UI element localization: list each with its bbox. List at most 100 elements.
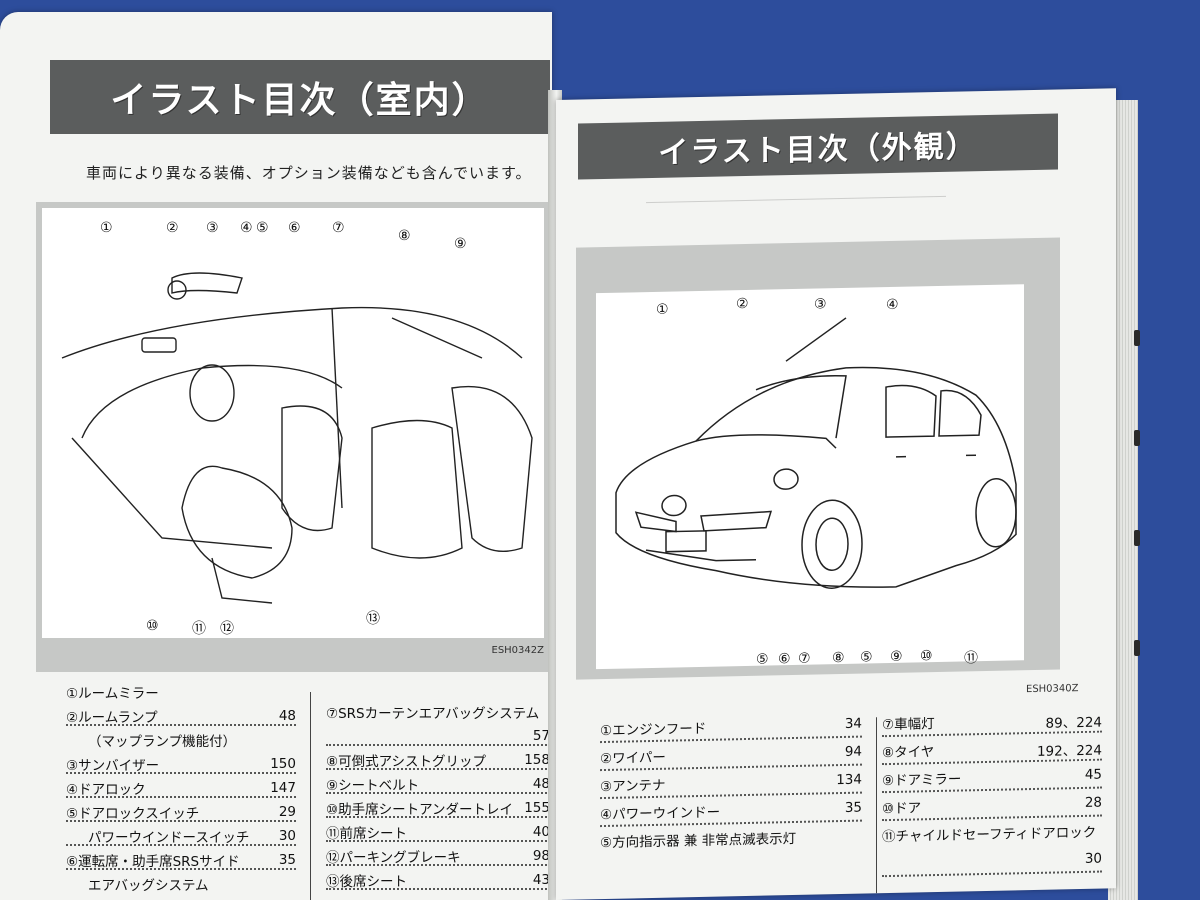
page-number: 45 <box>1080 766 1102 784</box>
callout-8: ⑧ <box>398 228 411 244</box>
page-number: 48 <box>528 776 550 792</box>
ext-callout-9: ⑨ <box>890 648 903 666</box>
dot-leader <box>326 768 550 770</box>
index-tab-mark <box>1134 430 1140 446</box>
dot-leader <box>326 816 550 818</box>
page-number: 30 <box>1080 850 1102 868</box>
page-number: 29 <box>274 804 296 820</box>
index-entry: エアバッグシステム <box>66 874 296 898</box>
page-number: 94 <box>840 743 862 761</box>
page-number: 35 <box>274 852 296 868</box>
index-entry: ⑤ドアロックスイッチ 29 <box>66 802 296 826</box>
dot-leader <box>326 888 550 890</box>
index-entry-label: ②ワイパー <box>600 749 666 768</box>
index-entry: ⑧可倒式アシストグリップ 158 <box>326 750 550 774</box>
interior-line-drawing <box>61 272 533 604</box>
index-entry-label: ⑫パーキングブレーキ <box>326 850 461 866</box>
interior-illustration-frame: ① ② ③ ④ ⑤ ⑥ ⑦ ⑧ ⑨ ⑩ ⑪ ⑫ ⑬ ESH0342Z <box>36 202 550 672</box>
dot-leader <box>66 772 296 774</box>
index-entry-label: ⑧可倒式アシストグリップ <box>326 754 487 770</box>
callout-12: ⑫ <box>220 621 234 637</box>
index-entry-label: ⑦車幅灯 <box>882 716 935 734</box>
faint-bleed-text <box>646 195 946 204</box>
page-number: 150 <box>266 756 296 772</box>
ext-callout-10: ⑩ <box>920 648 933 665</box>
index-entry: 30 <box>882 849 1102 882</box>
index-entry: ⑥運転席・助手席SRSサイド 35 <box>66 850 296 874</box>
index-entry-label: ⑩ドア <box>882 800 922 818</box>
index-entry-label: ⑪チャイルドセーフティドアロック <box>882 824 1097 846</box>
index-entry: ⑤方向指示器 兼 非常点滅表示灯 <box>600 826 862 859</box>
column-divider <box>310 692 311 900</box>
page-number: 34 <box>840 715 862 733</box>
index-entry-label: ③アンテナ <box>600 777 666 796</box>
page-number: 35 <box>840 799 862 817</box>
index-entry: （マップランプ機能付） <box>66 730 296 754</box>
dot-leader <box>882 870 1102 878</box>
index-entry-label: エアバッグシステム <box>88 878 209 894</box>
exterior-illustration-frame: ① ② ③ ④ ⑤ ⑥ ⑦ ⑧ ⑤ ⑨ ⑩ ⑪ <box>576 237 1060 680</box>
page-number: 48 <box>274 708 296 724</box>
index-entry-label: ⑤ドアロックスイッチ <box>66 806 200 822</box>
ext-callout-6: ⑥ <box>778 651 791 668</box>
callout-7: ⑦ <box>332 220 345 236</box>
exterior-line-drawing <box>615 317 1017 589</box>
callout-1: ① <box>100 220 113 236</box>
index-entry-label: ④ドアロック <box>66 782 146 798</box>
index-entry-label: ⑬後席シート <box>326 874 407 890</box>
ext-callout-1: ① <box>656 301 669 318</box>
interior-illustration: ① ② ③ ④ ⑤ ⑥ ⑦ ⑧ ⑨ ⑩ ⑪ ⑫ ⑬ <box>42 208 544 638</box>
callout-5: ⑤ <box>256 220 269 236</box>
ext-callout-5b: ⑤ <box>860 649 873 666</box>
callout-13: ⑬ <box>366 611 380 627</box>
index-entry: ⑪前席シート 40 <box>326 822 550 846</box>
callout-10: ⑩ <box>146 618 159 634</box>
index-tab-mark <box>1134 530 1140 546</box>
index-entry-label: ①ルームミラー <box>66 686 159 702</box>
index-entry-label: ⑤方向指示器 兼 非常点滅表示灯 <box>600 830 797 852</box>
dot-leader <box>326 744 550 746</box>
page-number: 57 <box>528 728 550 744</box>
ext-callout-3: ③ <box>814 296 827 313</box>
page-number: 192、224 <box>1032 738 1102 761</box>
ext-callout-8: ⑧ <box>832 649 845 667</box>
index-entry-label: ⑪前席シート <box>326 826 407 842</box>
index-entry-label: ②ルームランプ <box>66 710 158 726</box>
index-entry-label: パワーウインドースイッチ <box>88 830 250 846</box>
dot-leader <box>326 840 550 842</box>
callout-4: ④ <box>240 220 253 236</box>
index-tab-mark <box>1134 330 1140 346</box>
ext-callout-11: ⑪ <box>964 650 978 667</box>
ext-callout-5: ⑤ <box>756 651 769 668</box>
index-entry: 57 <box>326 726 550 750</box>
dot-leader <box>326 792 550 794</box>
page-number: 134 <box>832 771 862 789</box>
callout-3: ③ <box>206 220 219 236</box>
exterior-illustration <box>596 284 1024 670</box>
page-number: 158 <box>520 752 550 768</box>
left-page-title: イラスト目次（室内） <box>50 60 550 134</box>
index-tab-mark <box>1134 640 1140 656</box>
dot-leader <box>66 724 296 726</box>
right-page-title: イラスト目次（外観） <box>578 113 1058 180</box>
index-entry-label: ①エンジンフード <box>600 720 707 740</box>
page-number: 89、224 <box>1041 710 1102 732</box>
figure-code: ESH0340Z <box>1026 683 1079 696</box>
page-number: 28 <box>1080 794 1102 812</box>
right-page: イラスト目次（外観） <box>556 88 1116 900</box>
left-page: イラスト目次（室内） 車両により異なる装備、オプション装備なども含んでいます。 <box>0 12 552 900</box>
index-entry-label: ⑥運転席・助手席SRSサイド <box>66 854 240 870</box>
ext-callout-4: ④ <box>886 296 899 314</box>
page-number: 40 <box>528 824 550 840</box>
dot-leader <box>326 864 550 866</box>
dot-leader <box>66 796 296 798</box>
index-entry: ②ルームランプ 48 <box>66 706 296 730</box>
